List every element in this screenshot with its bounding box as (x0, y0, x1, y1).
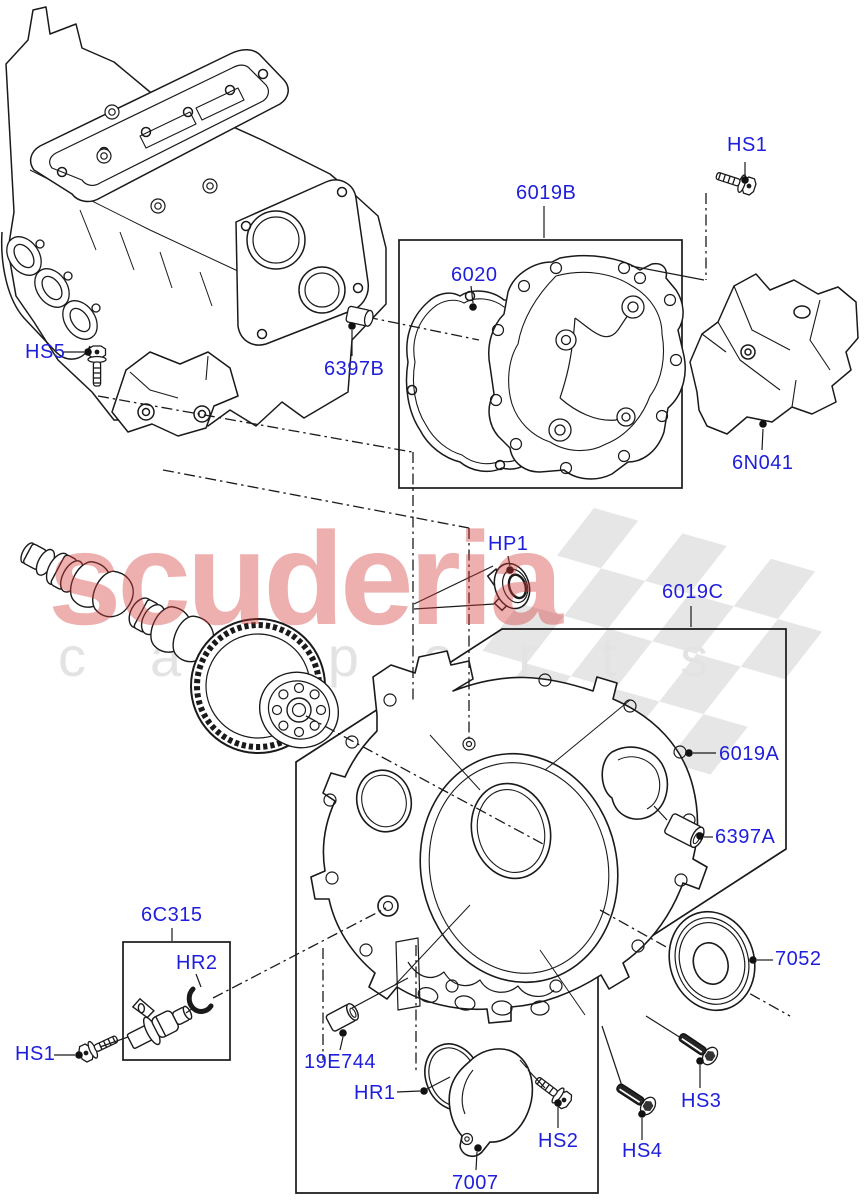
part-label-hs1-top[interactable]: HS1 (727, 134, 768, 156)
camshaft-gear (190, 618, 340, 754)
timing-cover-6019A (310, 650, 708, 1024)
bolt-HS4 (611, 1077, 660, 1119)
part-label-hs5[interactable]: HS5 (25, 341, 66, 363)
bolt-HS1-top (713, 166, 759, 198)
part-label-6c315[interactable]: 6C315 (141, 904, 203, 926)
plug-6397B (345, 305, 374, 327)
bolt-HS1-bottom (76, 1029, 122, 1065)
part-label-19e744[interactable]: 19E744 (304, 1051, 376, 1073)
assembly-box-6019C (295, 628, 787, 1194)
part-label-7007[interactable]: 7007 (452, 1172, 499, 1194)
front-cover-6019B (488, 254, 686, 480)
part-label-6n041[interactable]: 6N041 (732, 452, 794, 474)
insulator-6N041 (689, 273, 859, 435)
part-label-7052[interactable]: 7052 (775, 948, 822, 970)
assembly-box-6019B (398, 239, 686, 489)
part-label-6020[interactable]: 6020 (451, 264, 498, 286)
cover-plate-7007 (448, 1048, 534, 1158)
part-label-6019b[interactable]: 6019B (516, 182, 577, 204)
part-label-hs1-bottom[interactable]: HS1 (15, 1043, 56, 1065)
part-label-hs3[interactable]: HS3 (681, 1090, 722, 1112)
part-label-hr1[interactable]: HR1 (354, 1082, 396, 1104)
construction-lines (97, 193, 791, 1070)
part-label-hr2[interactable]: HR2 (176, 952, 218, 974)
oil-seal-7052 (668, 910, 756, 1012)
part-label-6397b[interactable]: 6397B (324, 358, 385, 380)
crank-sensor-6C315 (126, 997, 193, 1049)
part-label-6397a[interactable]: 6397A (715, 826, 776, 848)
part-label-hs2[interactable]: HS2 (538, 1130, 579, 1152)
engine-block (0, 6, 387, 437)
camshaft (20, 542, 340, 754)
bolt-HS2 (530, 1071, 575, 1112)
leader-lines (54, 162, 773, 1171)
part-label-hp1[interactable]: HP1 (488, 533, 529, 555)
dowel-19E744 (325, 1002, 359, 1032)
assembly-box-6C315 (122, 941, 231, 1061)
clip-HR2 (186, 986, 214, 1014)
part-label-hs4[interactable]: HS4 (622, 1140, 663, 1162)
part-label-6019c[interactable]: 6019C (662, 581, 724, 603)
part-label-6019a[interactable]: 6019A (719, 743, 780, 765)
callout-dots (75, 176, 767, 1152)
